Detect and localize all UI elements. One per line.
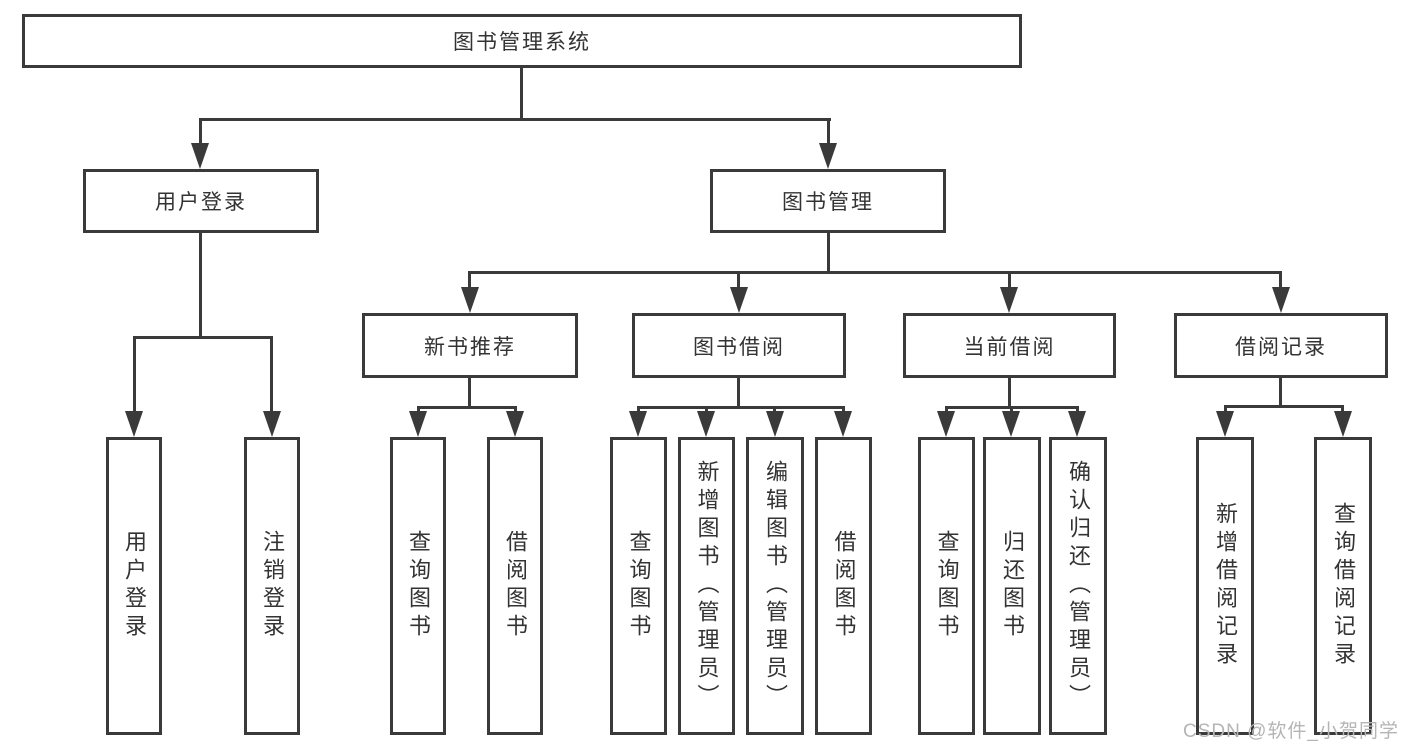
node-borrow-records-label: 借阅记录	[1235, 335, 1327, 359]
leaf-current-return-label: 归还图书	[1000, 530, 1025, 642]
arrow-down-icon	[409, 411, 427, 437]
leaf-borrow-add: 新增图书（管理员）	[678, 437, 735, 735]
leaf-current-confirm: 确认归还（管理员）	[1049, 437, 1107, 735]
connector-level3-stub	[737, 271, 740, 289]
leaf-borrow-query-label: 查询图书	[626, 530, 652, 642]
node-book-borrow: 图书借阅	[632, 313, 846, 378]
leaf-logout-label: 注销登录	[260, 530, 285, 642]
leaf-borrow-borrow: 借阅图书	[815, 437, 872, 735]
arrow-down-icon	[506, 411, 524, 437]
connector-leaf-stub	[637, 406, 640, 414]
node-root-label: 图书管理系统	[453, 31, 591, 54]
connector-leaf-stub	[417, 406, 420, 414]
leaf-current-return: 归还图书	[983, 437, 1041, 735]
leaf-borrow-borrow-label: 借阅图书	[831, 530, 857, 642]
leaf-borrow-edit-label: 编辑图书（管理员）	[763, 460, 788, 712]
connector-level3-stub	[1279, 271, 1282, 289]
leaf-newbooks-borrow: 借阅图书	[487, 437, 543, 735]
connector-borrow-records-stem	[1279, 378, 1282, 406]
arrow-down-icon	[766, 411, 784, 437]
node-current-borrow: 当前借阅	[903, 313, 1116, 378]
connector-leaf-stub	[842, 406, 845, 414]
connector-leaf-stub	[514, 406, 517, 414]
connector-user-login-stem	[199, 233, 202, 336]
node-user-login: 用户登录	[83, 169, 319, 233]
connector-level3-stub	[1008, 271, 1011, 289]
leaf-current-query: 查询图书	[918, 437, 975, 735]
connector-book-borrow-bar	[637, 406, 845, 409]
leaf-logout: 注销登录	[244, 437, 300, 735]
leaf-current-query-label: 查询图书	[934, 530, 960, 642]
node-user-login-label: 用户登录	[155, 191, 247, 214]
node-book-mgmt-label: 图书管理	[782, 191, 874, 214]
leaf-current-confirm-label: 确认归还（管理员）	[1066, 460, 1091, 712]
connector-book-mgmt-bar	[468, 271, 1282, 274]
leaf-borrow-query: 查询图书	[610, 437, 667, 735]
connector-new-books-bar	[417, 406, 517, 409]
arrow-down-icon	[730, 287, 748, 313]
connector-user-login-bar	[133, 336, 273, 339]
connector-user-login-stub	[199, 118, 202, 145]
node-new-books-label: 新书推荐	[424, 335, 516, 359]
connector-book-mgmt-stem	[827, 233, 830, 272]
connector-current-borrow-stem	[1008, 378, 1011, 407]
leaf-user-login: 用户登录	[106, 437, 162, 735]
connector-root-bar	[199, 118, 831, 121]
node-borrow-records: 借阅记录	[1174, 313, 1388, 378]
leaf-user-login-label: 用户登录	[122, 530, 147, 642]
arrow-down-icon	[191, 143, 209, 169]
arrow-down-icon	[1334, 411, 1352, 437]
leaf-newbooks-query-label: 查询图书	[406, 530, 431, 642]
leaf-borrow-edit: 编辑图书（管理员）	[746, 437, 804, 735]
arrow-down-icon	[1216, 411, 1234, 437]
arrow-down-icon	[629, 411, 647, 437]
arrow-down-icon	[125, 411, 143, 437]
node-root: 图书管理系统	[22, 14, 1022, 68]
arrow-down-icon	[834, 411, 852, 437]
leaf-records-query-label: 查询借阅记录	[1331, 502, 1356, 670]
connector-root-stem	[520, 68, 523, 118]
csdn-watermark: CSDN @软件_小贺同学	[1183, 721, 1399, 742]
connector-level3-stub	[468, 271, 471, 289]
leaf-newbooks-borrow-label: 借阅图书	[503, 530, 528, 642]
leaf-records-query: 查询借阅记录	[1314, 437, 1372, 735]
connector-leaf-stub	[705, 406, 708, 414]
leaf-newbooks-query: 查询图书	[390, 437, 446, 735]
arrow-down-icon	[819, 143, 837, 169]
connector-leaf-stub	[1076, 406, 1079, 414]
leaf-borrow-add-label: 新增图书（管理员）	[694, 460, 720, 712]
connector-leaf-stub	[133, 336, 136, 413]
connector-book-borrow-stem	[737, 378, 740, 407]
arrow-down-icon	[937, 411, 955, 437]
connector-new-books-stem	[468, 378, 471, 407]
arrow-down-icon	[1272, 287, 1290, 313]
arrow-down-icon	[1002, 411, 1020, 437]
connector-leaf-stub	[1341, 405, 1344, 414]
node-book-borrow-label: 图书借阅	[693, 335, 785, 359]
connector-leaf-stub	[1224, 405, 1227, 414]
leaf-records-add: 新增借阅记录	[1196, 437, 1254, 735]
connector-leaf-stub	[1010, 406, 1013, 414]
arrow-down-icon	[1000, 287, 1018, 313]
node-new-books: 新书推荐	[362, 313, 578, 378]
node-current-borrow-label: 当前借阅	[963, 335, 1056, 359]
connector-leaf-stub	[773, 406, 776, 414]
arrow-down-icon	[1068, 411, 1086, 437]
arrow-down-icon	[461, 287, 479, 313]
leaf-records-add-label: 新增借阅记录	[1213, 502, 1238, 670]
connector-leaf-stub	[945, 406, 948, 414]
connector-borrow-records-bar	[1224, 405, 1344, 408]
connector-leaf-stub	[270, 336, 273, 413]
connector-book-mgmt-stub	[827, 118, 830, 145]
arrow-down-icon	[697, 411, 715, 437]
node-book-mgmt: 图书管理	[710, 169, 946, 233]
arrow-down-icon	[263, 411, 281, 437]
